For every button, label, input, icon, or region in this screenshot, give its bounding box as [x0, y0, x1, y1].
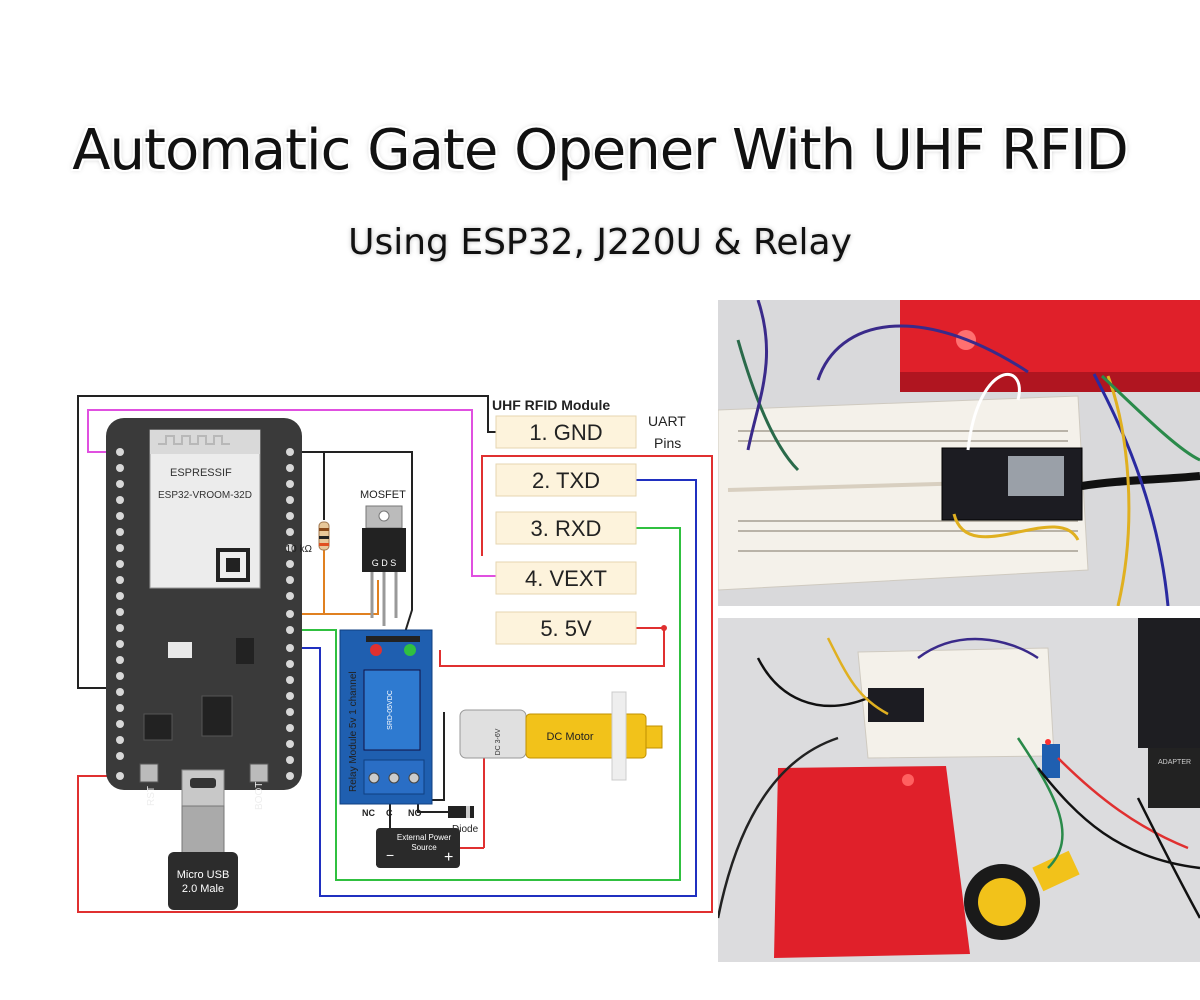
usb-label-1: Micro USB: [177, 869, 230, 881]
mosfet-label: MOSFET: [360, 489, 406, 501]
external-power-source: External Power Source − +: [376, 828, 460, 868]
esp-brand: ESPRESSIF: [170, 467, 232, 479]
photo-breadboard-closeup: [718, 300, 1200, 606]
power-label-2: Source: [411, 843, 437, 852]
relay-pin-nc: NC: [362, 808, 375, 818]
dc-motor: DC Motor DC 3-6V: [459, 691, 663, 781]
svg-text:+: +: [444, 849, 453, 866]
pin-box-5v: [495, 611, 637, 645]
svg-text:−: −: [386, 847, 394, 863]
mosfet-pins: G D S: [372, 558, 397, 568]
wiring-diagram: ESPRESSIF ESP32-VROOM-32D: [77, 395, 713, 913]
relay-spec: SRD-05VDC: [387, 690, 394, 730]
rxd-wire: [292, 527, 681, 881]
pin-5v: 5. 5V: [540, 616, 592, 641]
pin-box-txd: [495, 463, 637, 497]
pin-gnd: 1. GND: [529, 420, 602, 445]
pin-box-gnd: [495, 415, 637, 449]
uart-label-2: Pins: [654, 435, 681, 451]
page-title: Automatic Gate Opener With UHF RFID: [72, 118, 1129, 183]
motor-wire-4: [428, 712, 445, 801]
mosfet-source-wire: [292, 451, 413, 643]
gate-wire: [292, 530, 379, 615]
rst-button: [139, 763, 159, 783]
txd-wire: [292, 479, 697, 897]
diode: Diode: [448, 806, 479, 835]
gnd-wire: [77, 395, 496, 689]
boot-button: [249, 763, 269, 783]
photo-full-setup: ADAPTER: [718, 618, 1200, 962]
diode-label: Diode: [452, 824, 479, 835]
rfid-module: UHF RFID Module UART Pins 1. GND 2. TXD …: [492, 397, 686, 645]
resistor: 10 kΩ: [286, 521, 330, 555]
pin-vext: 4. VEXT: [525, 566, 607, 591]
page-subtitle: Using ESP32, J220U & Relay: [348, 222, 852, 263]
rst-label: RST: [146, 786, 157, 806]
relay-label: Relay Module 5v 1 channel: [348, 671, 359, 792]
esp32-board: ESPRESSIF ESP32-VROOM-32D: [106, 418, 302, 810]
mosfet: MOSFET G D S: [360, 489, 406, 626]
relay-pin-c: C: [386, 808, 393, 818]
module-title: UHF RFID Module: [492, 397, 610, 413]
vext-wire: [87, 409, 496, 577]
power-label-1: External Power: [397, 833, 452, 842]
relay-module: SRD-05VDC Relay Module 5v 1 channel NC C…: [339, 629, 433, 818]
5v-wire-module: [439, 627, 665, 667]
pin-rxd: 3. RXD: [531, 516, 602, 541]
esp-model: ESP32-VROOM-32D: [158, 490, 252, 501]
uart-label-1: UART: [648, 413, 686, 429]
pin-txd: 2. TXD: [532, 468, 600, 493]
svg-text:ADAPTER: ADAPTER: [1158, 759, 1191, 766]
motor-spec: DC 3-6V: [495, 728, 502, 755]
5v-wire: [77, 455, 713, 913]
micro-usb-plug: Micro USB 2.0 Male: [168, 805, 238, 910]
relay-pin-no: NO: [408, 808, 422, 818]
motor-label: DC Motor: [546, 731, 593, 743]
boot-label: BOOT: [254, 782, 265, 810]
resistor-label: 10 kΩ: [286, 544, 313, 555]
usb-label-2: 2.0 Male: [182, 883, 224, 895]
pin-box-vext: [495, 561, 637, 595]
pin-box-rxd: [495, 511, 637, 545]
